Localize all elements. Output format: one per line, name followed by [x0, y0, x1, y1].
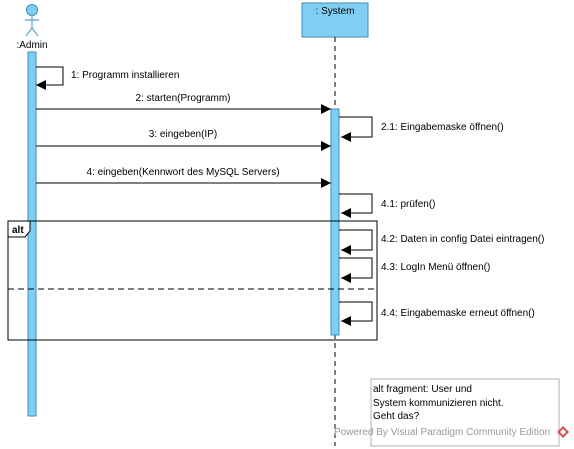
message-4-3[interactable]: 4.3: LogIn Menü öffnen(): [339, 257, 490, 283]
note-line: Geht das?: [373, 411, 420, 422]
message-4-1-label: 4.1: prüfen(): [381, 199, 435, 210]
system-activation-bar[interactable]: [330, 108, 340, 336]
actor-head-icon: [26, 4, 38, 16]
note-line: System kommunizieren nicht.: [373, 397, 504, 409]
message-3[interactable]: 3: eingeben(IP): [36, 129, 331, 151]
message-2-1-label: 2.1: Eingabemaske öffnen(): [381, 122, 504, 133]
message-1[interactable]: 1: Programm installieren: [36, 66, 179, 90]
message-2[interactable]: 2: starten(Programm): [36, 93, 331, 114]
note-line: alt fragment: User und: [373, 384, 472, 395]
system-lifeline-label: : System: [316, 6, 355, 17]
message-4-label: 4: eingeben(Kennwort des MySQL Servers): [86, 167, 279, 178]
watermark-text: Powered By Visual Paradigm Community Edi…: [334, 427, 551, 438]
alt-fragment-operator: alt: [12, 225, 24, 236]
message-4-3-label: 4.3: LogIn Menü öffnen(): [381, 262, 490, 273]
message-4-1[interactable]: 4.1: prüfen(): [339, 193, 435, 218]
admin-actor[interactable]: :Admin: [16, 4, 48, 52]
message-4[interactable]: 4: eingeben(Kennwort des MySQL Servers): [36, 167, 331, 188]
message-4-2[interactable]: 4.2: Daten in config Datei eintragen(): [339, 229, 544, 255]
message-4-4-label: 4.4: Eingabemaske erneut öffnen(): [381, 308, 535, 319]
message-1-label: 1: Programm installieren: [71, 70, 179, 81]
alt-fragment-operator-tab: [7, 220, 31, 238]
visual-paradigm-logo-icon: [557, 426, 569, 438]
system-lifeline-head[interactable]: : System: [301, 2, 369, 38]
admin-activation-bar[interactable]: [27, 51, 37, 417]
admin-actor-label: :Admin: [16, 40, 47, 51]
note-text: alt fragment: User und System kommunizie…: [373, 383, 563, 424]
note-box[interactable]: [370, 378, 560, 447]
message-2-label: 2: starten(Programm): [135, 93, 230, 104]
message-4-2-label: 4.2: Daten in config Datei eintragen(): [381, 234, 544, 245]
message-4-4[interactable]: 4.4: Eingabemaske erneut öffnen(): [339, 301, 535, 326]
alt-fragment[interactable]: alt: [7, 220, 378, 341]
message-3-label: 3: eingeben(IP): [149, 129, 217, 140]
message-2-1[interactable]: 2.1: Eingabemaske öffnen(): [339, 116, 504, 142]
